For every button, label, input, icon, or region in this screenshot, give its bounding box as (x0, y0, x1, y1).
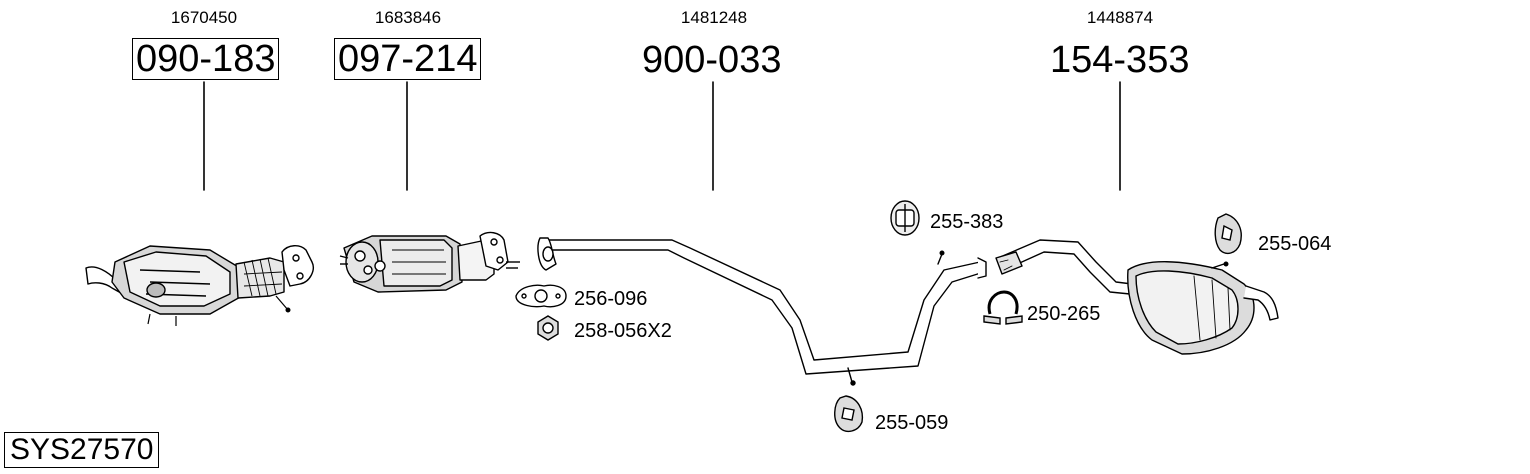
part-number-1[interactable]: 090-183 (132, 38, 280, 80)
system-id-label: SYS27570 (4, 432, 160, 468)
catalytic-converter-part-1 (85, 245, 314, 326)
gasket-icon (515, 284, 567, 308)
rear-muffler-part-4 (995, 239, 1279, 355)
rubber-hanger-icon (890, 200, 920, 236)
particulate-filter-part-2 (339, 231, 520, 293)
accessory-label-258-056x2[interactable]: 258-056X2 (574, 320, 672, 342)
part-number-3[interactable]: 900-033 (642, 39, 782, 81)
rubber-mount-icon (1214, 213, 1242, 255)
rubber-mount-icon (834, 395, 864, 433)
accessory-label-256-096[interactable]: 256-096 (574, 288, 648, 310)
accessory-label-255-064[interactable]: 255-064 (1258, 233, 1332, 255)
oe-number-part-1: 1670450 (170, 8, 238, 27)
accessory-label-255-059[interactable]: 255-059 (875, 412, 949, 434)
pipe-clamp-icon (983, 290, 1023, 325)
oe-number-part-2: 1683846 (374, 8, 442, 27)
part-number-2[interactable]: 097-214 (334, 38, 482, 80)
oe-number-part-3: 1481248 (680, 8, 748, 27)
accessory-label-255-383[interactable]: 255-383 (930, 211, 1004, 233)
part-number-4[interactable]: 154-353 (1050, 39, 1190, 81)
accessory-label-250-265[interactable]: 250-265 (1027, 303, 1101, 325)
oe-number-part-4: 1448874 (1086, 8, 1154, 27)
intermediate-pipe-part-3 (537, 237, 987, 386)
hex-nut-icon (537, 315, 559, 341)
